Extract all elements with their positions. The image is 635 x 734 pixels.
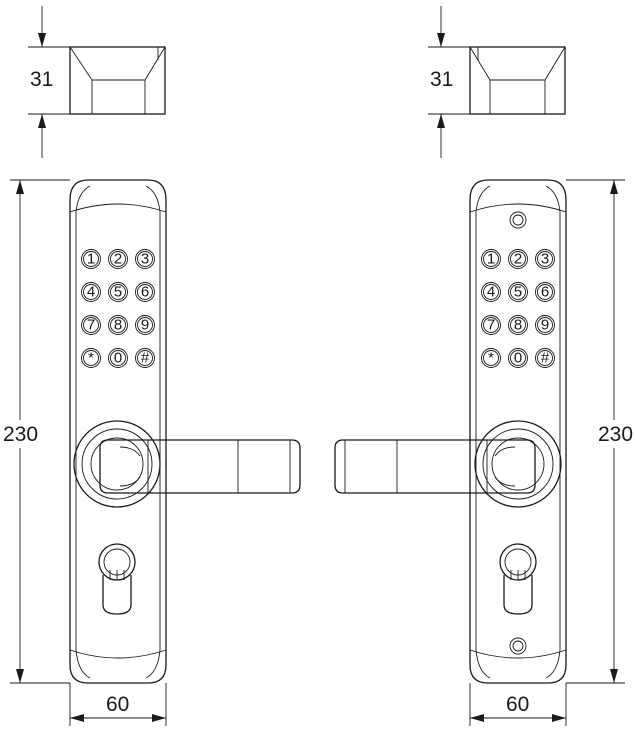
left-depth-label: 31 [30, 68, 53, 91]
svg-text:0: 0 [114, 350, 122, 367]
keypad-key[interactable]: 5 [508, 282, 528, 302]
left-top-view [28, 6, 166, 158]
left-keypad: 1 2 3 4 5 6 7 8 9 * 0 # [81, 249, 155, 368]
keypad-key[interactable]: # [535, 348, 555, 368]
keypad-key[interactable]: 6 [535, 282, 555, 302]
keypad-key[interactable]: 6 [135, 282, 155, 302]
keypad-key[interactable]: * [81, 348, 101, 368]
keypad-key[interactable]: # [135, 348, 155, 368]
svg-text:3: 3 [141, 251, 149, 268]
keypad-key[interactable]: 8 [108, 315, 128, 335]
keypad-key[interactable]: 1 [81, 249, 101, 269]
keypad-key[interactable]: 7 [81, 315, 101, 335]
keypad-key[interactable]: * [481, 348, 501, 368]
right-top-view [428, 6, 566, 158]
right-height-label: 230 [598, 423, 633, 446]
svg-text:5: 5 [114, 284, 122, 301]
keypad-key[interactable]: 3 [135, 249, 155, 269]
svg-text:6: 6 [541, 284, 549, 301]
svg-text:7: 7 [487, 317, 495, 334]
keypad-key[interactable]: 8 [508, 315, 528, 335]
right-width-label: 60 [506, 693, 529, 716]
left-width-label: 60 [106, 693, 129, 716]
svg-text:2: 2 [114, 251, 122, 268]
keypad-key[interactable]: 2 [508, 249, 528, 269]
keypad-key[interactable]: 2 [108, 249, 128, 269]
right-keypad: 1 2 3 4 5 6 7 8 9 * 0 # [481, 249, 555, 368]
keypad-key[interactable]: 1 [481, 249, 501, 269]
svg-text:2: 2 [514, 251, 522, 268]
keypad-key[interactable]: 5 [108, 282, 128, 302]
svg-text:8: 8 [514, 317, 522, 334]
svg-text:6: 6 [141, 284, 149, 301]
keypad-key[interactable]: 4 [481, 282, 501, 302]
keypad-key[interactable]: 9 [535, 315, 555, 335]
svg-text:1: 1 [487, 251, 495, 268]
keypad-key[interactable]: 4 [81, 282, 101, 302]
right-front-view [334, 179, 567, 684]
right-depth-label: 31 [430, 68, 453, 91]
svg-text:*: * [88, 350, 94, 367]
left-front-view [69, 179, 301, 684]
svg-text:5: 5 [514, 284, 522, 301]
svg-text:0: 0 [514, 350, 522, 367]
svg-text:4: 4 [487, 284, 495, 301]
keypad-key[interactable]: 0 [508, 348, 528, 368]
right-dimension-lines [469, 179, 625, 726]
svg-text:4: 4 [87, 284, 95, 301]
keypad-key[interactable]: 0 [108, 348, 128, 368]
svg-text:9: 9 [141, 317, 149, 334]
left-dimension-lines [10, 179, 167, 726]
svg-text:8: 8 [114, 317, 122, 334]
keypad-key[interactable]: 7 [481, 315, 501, 335]
svg-text:#: # [141, 350, 150, 367]
svg-text:*: * [488, 350, 494, 367]
svg-text:1: 1 [87, 251, 95, 268]
svg-text:9: 9 [541, 317, 549, 334]
svg-text:#: # [541, 350, 550, 367]
svg-text:7: 7 [87, 317, 95, 334]
keypad-key[interactable]: 3 [535, 249, 555, 269]
left-height-label: 230 [3, 423, 38, 446]
svg-text:3: 3 [541, 251, 549, 268]
keypad-key[interactable]: 9 [135, 315, 155, 335]
